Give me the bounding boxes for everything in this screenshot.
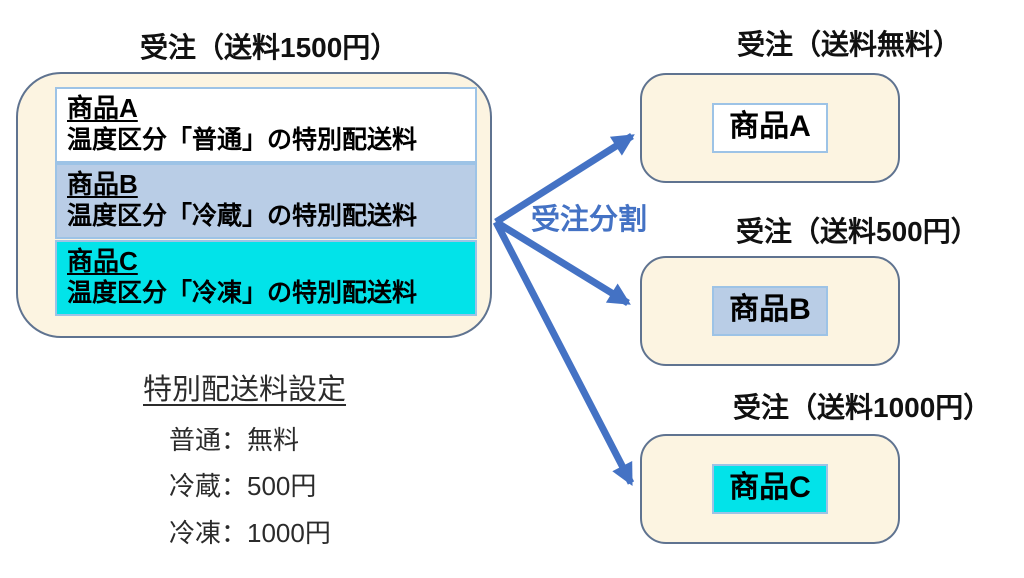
product-b-desc: 温度区分「冷蔵」の特別配送料 <box>67 202 418 230</box>
split-order-a-product: 商品A <box>712 103 828 153</box>
split-order-a-title: 受注（送料無料） <box>737 29 962 60</box>
split-order-c-title: 受注（送料1000円） <box>733 392 992 423</box>
fee-row-chilled: 冷蔵：500円 <box>169 471 317 501</box>
product-c-desc: 温度区分「冷凍」の特別配送料 <box>67 279 418 307</box>
split-order-b-title: 受注（送料500円） <box>736 216 979 247</box>
arrow-to-order-c <box>492 220 635 486</box>
source-order-title: 受注（送料1500円） <box>140 32 399 63</box>
split-order-c-box: 商品C <box>640 434 900 544</box>
source-item-product-b: 商品B 温度区分「冷蔵」の特別配送料 <box>55 163 477 239</box>
fee-row-normal: 普通：無料 <box>169 425 300 455</box>
product-c-name: 商品C <box>67 246 138 276</box>
fee-settings-title: 特別配送料設定 <box>143 374 347 406</box>
product-a-desc: 温度区分「普通」の特別配送料 <box>67 126 418 154</box>
split-action-label: 受注分割 <box>531 204 648 236</box>
product-a-name: 商品A <box>67 93 138 123</box>
split-order-b-box: 商品B <box>640 256 900 366</box>
fee-row-frozen: 冷凍：1000円 <box>169 518 331 548</box>
split-order-b-product: 商品B <box>712 286 828 336</box>
product-b-name: 商品B <box>67 169 138 199</box>
source-item-product-c: 商品C 温度区分「冷凍」の特別配送料 <box>55 240 477 316</box>
split-order-a-box: 商品A <box>640 73 900 183</box>
source-item-product-a: 商品A 温度区分「普通」の特別配送料 <box>55 87 477 163</box>
split-order-c-product: 商品C <box>712 464 828 514</box>
